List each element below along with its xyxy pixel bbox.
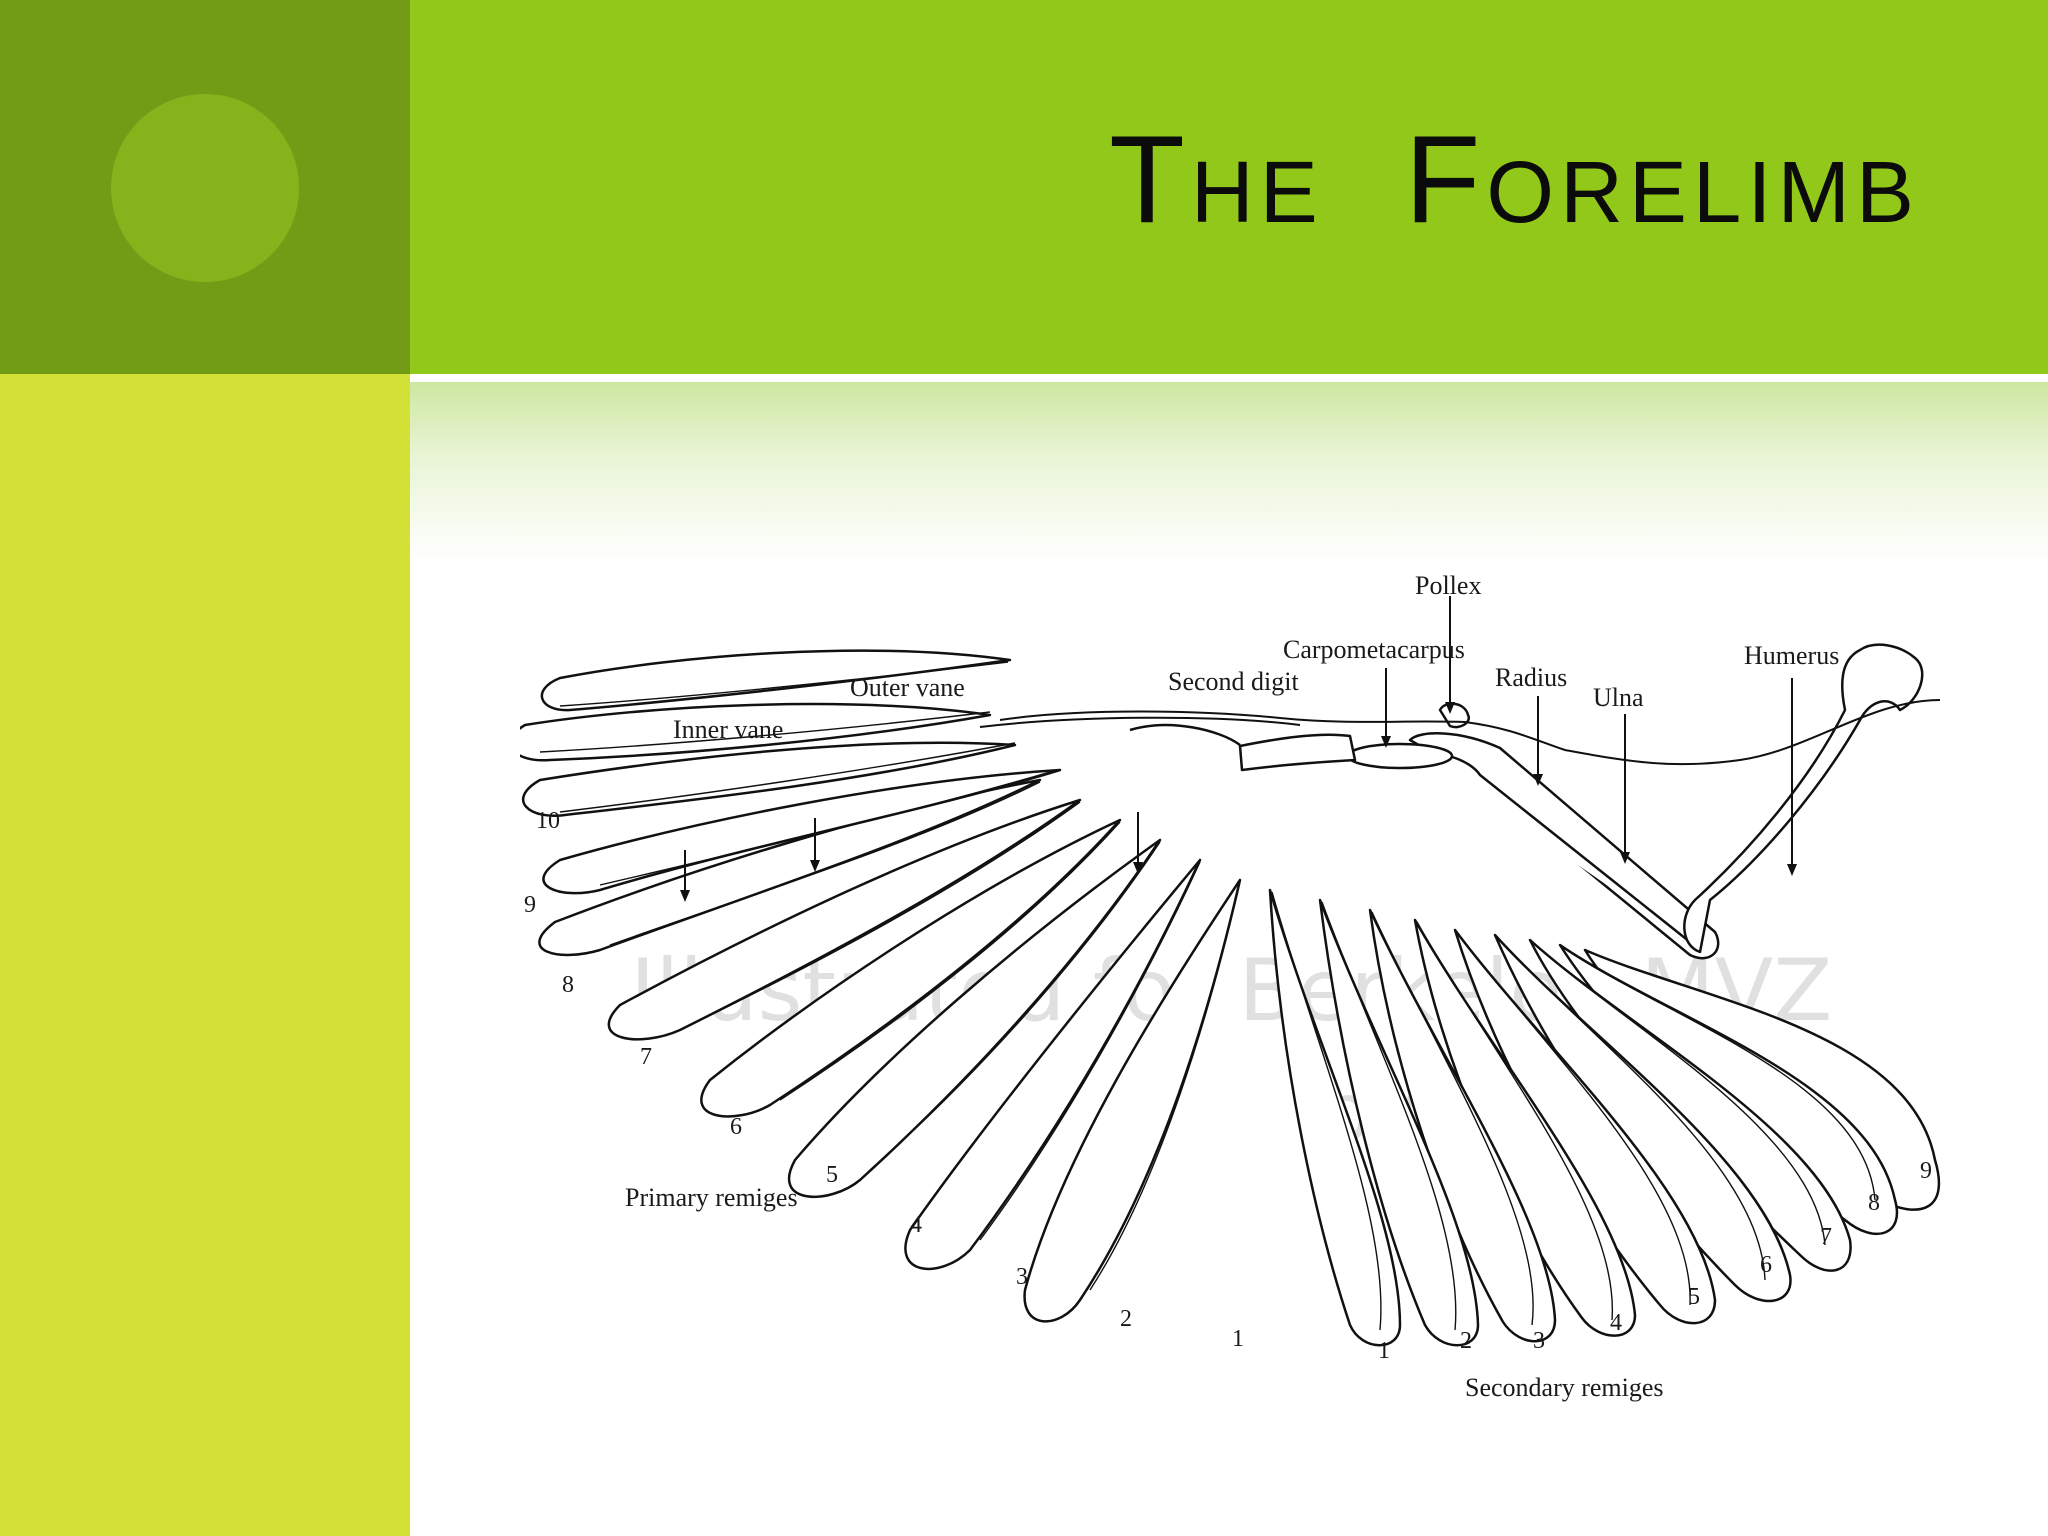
- carpometacarpus-bone: [1346, 742, 1454, 770]
- primary-feather-1: [1023, 878, 1242, 1323]
- second-digit-bone: [1238, 733, 1357, 772]
- label-carpometacarpus: Carpometacarpus: [1283, 635, 1465, 664]
- primary-feather-8: [521, 741, 1017, 818]
- label-humerus: Humerus: [1744, 641, 1839, 670]
- primary-feather-4: [700, 818, 1122, 1118]
- title-bar: The Forelimb: [410, 0, 2048, 374]
- left-accent-bar: [0, 374, 410, 1536]
- secondary-feather-2: [1318, 898, 1480, 1347]
- primary-feather-5: [607, 798, 1082, 1041]
- primary-numbers: 10 9 8 7 6 5 4 3 2 1: [524, 808, 1244, 1352]
- secondary-number-8: 8: [1868, 1190, 1880, 1216]
- header-gradient: [410, 382, 2048, 562]
- secondary-feather-1: [1268, 888, 1402, 1347]
- secondary-number-7: 7: [1820, 1224, 1832, 1250]
- primary-number-1: 1: [1232, 1326, 1244, 1352]
- diagram-labels: Pollex Carpometacarpus Second digit Radi…: [625, 571, 1839, 1402]
- wrist-outline: [1129, 723, 1241, 747]
- primary-number-5: 5: [826, 1162, 838, 1188]
- primary-number-2: 2: [1120, 1306, 1132, 1332]
- radius-bone: [1419, 752, 1701, 951]
- label-primary-remiges: Primary remiges: [625, 1183, 798, 1212]
- primary-number-7: 7: [640, 1044, 652, 1070]
- pollex-bone: [1438, 702, 1471, 729]
- primary-number-9: 9: [524, 892, 536, 918]
- secondary-feather-3: [1368, 908, 1557, 1343]
- primary-number-8: 8: [562, 972, 574, 998]
- secondary-number-3: 3: [1533, 1328, 1545, 1354]
- primary-feathers: [520, 649, 1242, 1323]
- secondary-number-6: 6: [1760, 1252, 1772, 1278]
- label-second-digit: Second digit: [1168, 667, 1299, 696]
- primary-number-10: 10: [536, 808, 560, 834]
- label-secondary-remiges: Secondary remiges: [1465, 1373, 1664, 1402]
- label-pollex: Pollex: [1415, 571, 1481, 600]
- leader-lines: [680, 596, 1797, 902]
- primary-number-3: 3: [1016, 1264, 1028, 1290]
- label-radius: Radius: [1495, 663, 1567, 692]
- label-inner-vane: Inner vane: [673, 715, 783, 744]
- decorative-circle: [111, 94, 299, 282]
- primary-feather-2: [904, 858, 1202, 1271]
- label-ulna: Ulna: [1593, 683, 1644, 712]
- corner-block: [0, 0, 410, 374]
- divider-line: [410, 374, 2048, 382]
- feather-shafts: [539, 661, 1876, 1331]
- primary-feather-3: [787, 838, 1162, 1198]
- secondary-number-2: 2: [1460, 1328, 1472, 1354]
- wing-diagram: Illustrated for Berkeley MVZ by C. (Lily…: [520, 571, 1941, 1402]
- secondary-number-4: 4: [1610, 1310, 1622, 1336]
- secondary-number-1: 1: [1378, 1338, 1390, 1364]
- primary-number-6: 6: [730, 1114, 742, 1140]
- leading-edge: [979, 699, 1941, 766]
- slide-title: The Forelimb: [1109, 111, 1920, 249]
- secondary-number-5: 5: [1688, 1284, 1700, 1310]
- primary-number-4: 4: [910, 1212, 922, 1238]
- secondary-number-9: 9: [1920, 1158, 1932, 1184]
- secondary-numbers: 1 2 3 4 5 6 7 8 9: [1378, 1158, 1932, 1364]
- label-outer-vane: Outer vane: [850, 673, 965, 702]
- humerus-bone: [1683, 643, 1924, 954]
- primary-feather-10: [540, 649, 1012, 712]
- secondary-feathers: [1268, 888, 1941, 1347]
